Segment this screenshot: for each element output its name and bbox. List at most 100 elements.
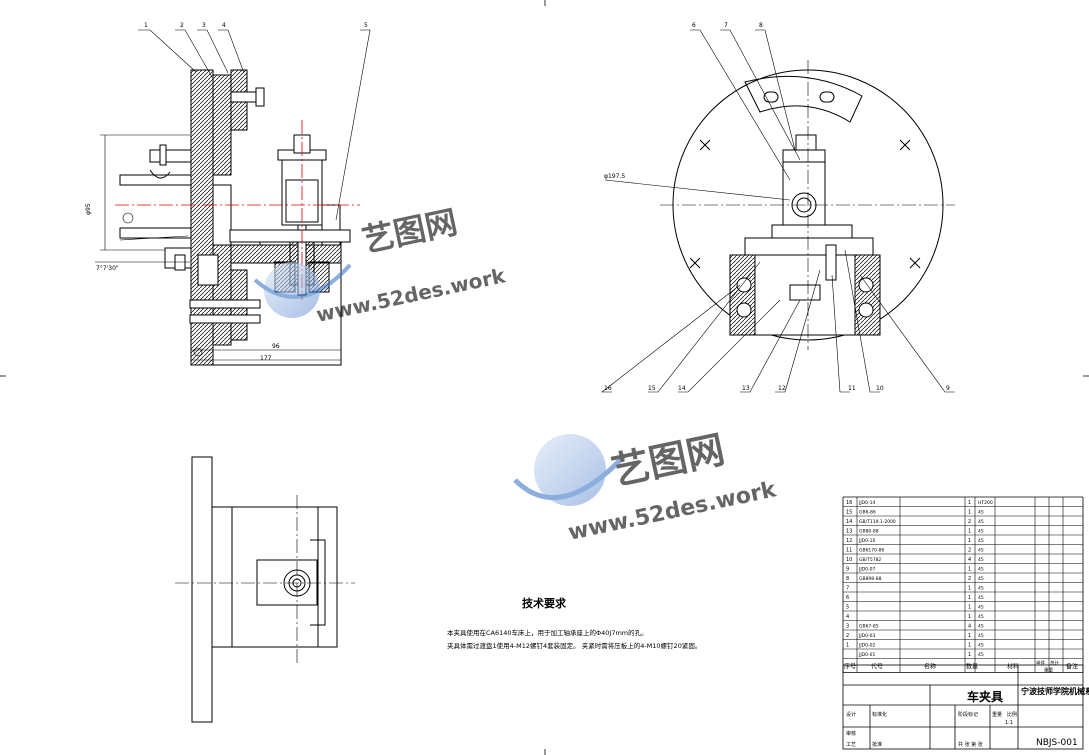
bom-material: 45: [978, 605, 984, 611]
bom-seq: 7: [846, 586, 849, 592]
part-label-1: 1: [144, 22, 148, 29]
standardized-label: 标准化: [872, 711, 887, 718]
scale-value: 1:1: [1005, 720, 1013, 726]
bom-code: GB6170-86: [859, 548, 885, 554]
bom-header-name: 名称: [924, 663, 936, 671]
center-lines-bottom: [175, 495, 355, 665]
leaders-right: [601, 29, 955, 393]
bom-material: HT200: [978, 500, 993, 506]
part-label-9: 9: [946, 385, 950, 392]
bom-code: JJD0-14: [858, 500, 875, 506]
bom-material: 45: [978, 624, 984, 630]
part-label-7: 7: [724, 22, 728, 29]
bom-qty: 1: [968, 605, 971, 611]
dim-177: 177: [260, 355, 272, 362]
bom-header-material: 材料: [1007, 663, 1019, 671]
part-label-8: 8: [759, 22, 763, 29]
part-label-4: 4: [222, 22, 226, 29]
bom-code: JJD0-10: [858, 538, 875, 544]
bom-code: GB6-86: [859, 510, 876, 516]
bom-code: JJD0-02: [858, 643, 875, 649]
bom-material: 45: [978, 586, 984, 592]
scale-label: 比例: [1007, 711, 1017, 718]
part-label-16: 16: [604, 385, 612, 392]
bom-qty: 1: [968, 567, 971, 573]
bom-qty: 1: [968, 586, 971, 592]
dim-96: 96: [272, 343, 280, 350]
technical-requirements: 技术要求 本夹具使用在CA6140车床上，用于加工轴承座上的Φ40J7mm的孔。…: [447, 596, 701, 650]
bom-qty: 2: [968, 548, 971, 554]
bom-material: 45: [978, 567, 984, 573]
bom-code: GB67-85: [859, 624, 879, 630]
bom-qty: 1: [968, 614, 971, 620]
bom-qty: 2: [968, 519, 971, 525]
approve-label: 批准: [872, 741, 882, 748]
bom-material: 45: [978, 595, 984, 601]
part-label-10: 10: [876, 385, 884, 392]
part-label-3: 3: [202, 22, 206, 29]
dim-diameter-95: φ95: [85, 203, 92, 215]
bom-qty: 1: [968, 652, 971, 658]
bom-seq: 3: [846, 624, 849, 630]
bom-seq: 6: [846, 595, 849, 601]
bom-material: 45: [978, 529, 984, 535]
dimensions-left: [95, 134, 341, 361]
drawing-number: NBJS-001: [1036, 738, 1078, 748]
school-name: 宁波技师学院机械系: [1021, 686, 1089, 696]
bom-seq: 1: [846, 643, 849, 649]
part-label-5: 5: [364, 22, 368, 29]
bom-code: GB898-88: [859, 576, 882, 582]
bom-seq: 5: [846, 605, 849, 611]
bom-material: 45: [978, 614, 984, 620]
bom-material: 45: [978, 576, 984, 582]
bom-material: 45: [978, 538, 984, 544]
bom-qty: 1: [968, 529, 971, 535]
bom-qty: 4: [968, 624, 971, 630]
bom-code: GB/T119.1-2000: [859, 519, 896, 525]
watermark-brand-top: 艺图网: [359, 203, 461, 260]
weight-label: 重量: [992, 711, 1002, 718]
bom-qty: 2: [968, 576, 971, 582]
part-label-2: 2: [180, 22, 184, 29]
bom-seq: 16: [846, 500, 852, 506]
process-label: 工艺: [846, 742, 856, 748]
bom-header-single: 单件: [1036, 660, 1045, 667]
tech-line-1: 本夹具使用在CA6140车床上，用于加工轴承座上的Φ40J7mm的孔。: [447, 628, 648, 637]
review-label: 审核: [846, 730, 856, 737]
bom-seq: 9: [846, 567, 849, 573]
bom-qty: 4: [968, 557, 971, 563]
drawing-name: 车夹具: [967, 689, 1003, 704]
bom-seq: 15: [846, 510, 852, 516]
bom-material: 45: [978, 510, 984, 516]
bom-qty: 1: [968, 595, 971, 601]
bom-code: GB80-88: [859, 529, 879, 535]
tech-title: 技术要求: [522, 596, 567, 610]
part-label-14: 14: [678, 385, 686, 392]
bom-qty: 1: [968, 500, 971, 506]
bom-qty: 1: [968, 538, 971, 544]
bom-seq: 11: [846, 548, 852, 554]
designer-label: 设计: [846, 711, 856, 718]
part-label-6: 6: [692, 22, 696, 29]
bom-seq: 14: [846, 519, 852, 525]
bom-seq: 13: [846, 529, 852, 535]
title-block: [842, 664, 1084, 750]
bom-qty: 1: [968, 643, 971, 649]
part-label-13: 13: [742, 385, 750, 392]
dim-angle: 7°7'30": [96, 265, 119, 272]
bom-material: 45: [978, 643, 984, 649]
tech-line-2: 夹具体需过渡盘1使用4-M12螺钉4套装固定。 夹紧时需将压板上的4-M10螺钉…: [447, 641, 701, 650]
bom-material: 45: [978, 519, 984, 525]
bom-code: JJD0-01: [858, 652, 875, 658]
bom-seq: 12: [846, 538, 852, 544]
bom-seq: 8: [846, 576, 849, 582]
bom-seq: 4: [846, 614, 849, 620]
bom-code: JJD0-03: [858, 633, 875, 639]
part-label-15: 15: [648, 385, 656, 392]
bom-header-remark: 备注: [1066, 663, 1078, 671]
stage-mark-label: 阶段标记: [958, 711, 978, 718]
plan-view-bottom: [191, 456, 338, 723]
bom-material: 45: [978, 652, 984, 658]
